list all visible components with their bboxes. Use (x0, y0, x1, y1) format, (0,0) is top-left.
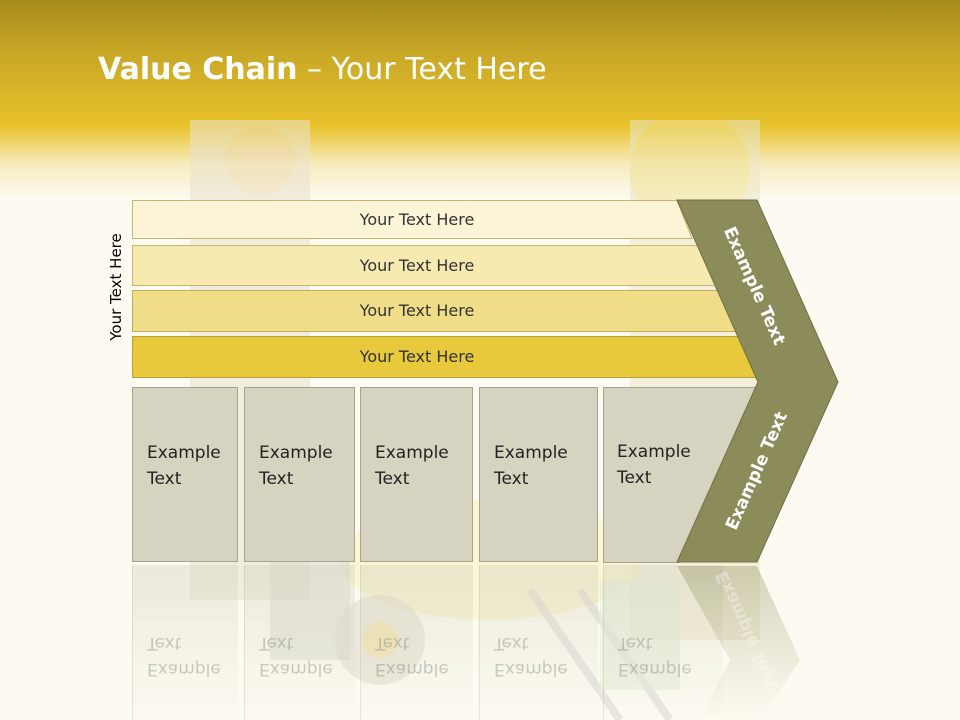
bar-2-label: Your Text Here (359, 256, 475, 275)
reflection-box-3: Example Text (360, 565, 473, 720)
slide-title: Value Chain – Your Text Here (98, 52, 547, 87)
bar-1[interactable]: Your Text Here (132, 200, 702, 239)
activity-box-4[interactable]: Example Text (479, 387, 598, 562)
activity-box-2[interactable]: Example Text (244, 387, 355, 562)
activity-box-5-label: Example Text (617, 442, 691, 488)
bar-4-label: Your Text Here (359, 347, 475, 366)
bar-3[interactable]: Your Text Here (132, 290, 744, 332)
reflection-box-4: Example Text (479, 565, 598, 720)
reflection-box-1: Example Text (132, 565, 238, 720)
activity-box-5[interactable]: Example Text (603, 387, 723, 562)
header-band (0, 0, 960, 200)
activity-box-4-label: Example Text (494, 443, 568, 489)
reflection-box-2: Example Text (244, 565, 355, 720)
slide-title-rest: – Your Text Here (297, 52, 547, 87)
bar-4[interactable]: Your Text Here (132, 336, 768, 378)
activity-box-3[interactable]: Example Text (360, 387, 473, 562)
activity-box-3-label: Example Text (375, 443, 449, 489)
activity-box-1-label: Example Text (147, 443, 221, 489)
slide-title-bold: Value Chain (98, 52, 298, 87)
activity-box-1[interactable]: Example Text (132, 387, 238, 562)
bar-1-label: Your Text Here (359, 210, 475, 229)
activity-box-2-label: Example Text (259, 443, 333, 489)
bar-3-label: Your Text Here (359, 301, 475, 320)
